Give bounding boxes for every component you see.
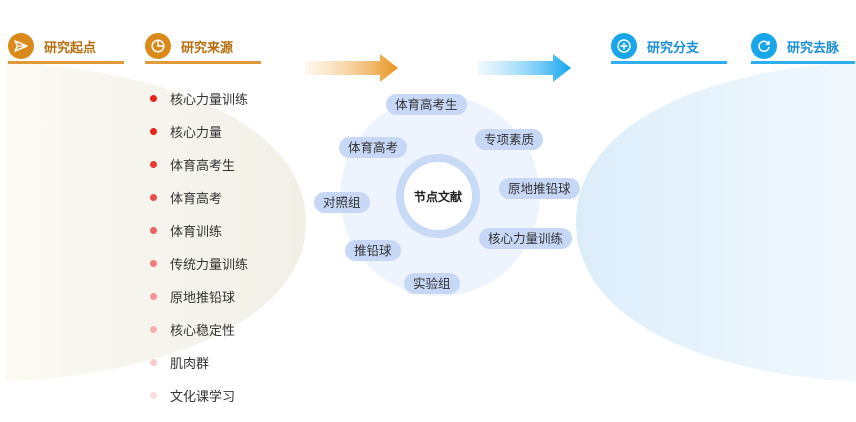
bullet-dot-icon [150,194,157,201]
source-item[interactable]: 体育训练 [150,214,248,247]
source-item[interactable]: 体育高考生 [150,148,248,181]
bullet-dot-icon [150,392,157,399]
left-background-shape [6,62,306,382]
source-item[interactable]: 核心稳定性 [150,313,248,346]
source-item[interactable]: 核心力量 [150,115,248,148]
header-research-branch: 研究分支 [611,30,727,64]
source-item-label: 核心力量 [170,126,223,141]
bullet-dot-icon [150,359,157,366]
header-underline [751,61,855,64]
header-label: 研究来源 [181,40,234,56]
source-item[interactable]: 核心力量训练 [150,82,248,115]
source-item[interactable]: 原地推铅球 [150,280,248,313]
keyword-node[interactable]: 专项素质 [475,129,544,150]
plus-circle-icon [611,33,637,59]
right-background-shape [576,62,856,382]
source-item-label: 体育训练 [170,225,223,240]
keyword-node[interactable]: 体育高考生 [386,94,467,115]
header-label: 研究分支 [647,40,700,56]
header-underline [8,61,124,64]
source-item[interactable]: 体育高考 [150,181,248,214]
source-item-label: 体育高考生 [170,159,236,174]
send-icon [8,33,34,59]
header-underline [145,61,261,64]
source-item-label: 核心力量训练 [170,93,249,108]
arrow-right-orange-icon [305,54,398,82]
source-item-label: 核心稳定性 [170,324,236,339]
source-item-label: 原地推铅球 [170,291,236,306]
header-research-trend: 研究去脉 [751,30,855,64]
keyword-node[interactable]: 对照组 [314,192,370,213]
arrow-right-blue-icon [478,54,571,82]
center-node[interactable]: 节点文献 [404,162,472,230]
keyword-node[interactable]: 核心力量训练 [479,228,573,249]
bullet-dot-icon [150,161,157,168]
bullet-dot-icon [150,128,157,135]
bullet-dot-icon [150,293,157,300]
bullet-dot-icon [150,95,157,102]
source-item[interactable]: 传统力量训练 [150,247,248,280]
source-item[interactable]: 文化课学习 [150,379,248,412]
bullet-dot-icon [150,260,157,267]
source-item-label: 文化课学习 [170,390,236,405]
header-underline [611,61,727,64]
keyword-node[interactable]: 原地推铅球 [499,178,580,199]
source-item-label: 肌肉群 [170,357,210,372]
source-item-label: 体育高考 [170,192,223,207]
source-keyword-list: 核心力量训练核心力量体育高考生体育高考体育训练传统力量训练原地推铅球核心稳定性肌… [150,82,248,412]
refresh-icon [751,33,777,59]
bullet-dot-icon [150,326,157,333]
keyword-node[interactable]: 推铅球 [345,240,401,261]
bullet-dot-icon [150,227,157,234]
header-label: 研究起点 [44,40,97,56]
header-label: 研究去脉 [787,40,840,56]
header-research-start: 研究起点 [8,30,124,64]
source-item[interactable]: 肌肉群 [150,346,248,379]
pie-chart-icon [145,33,171,59]
keyword-node[interactable]: 实验组 [404,273,460,294]
header-research-source: 研究来源 [145,30,261,64]
keyword-node[interactable]: 体育高考 [339,137,408,158]
source-item-label: 传统力量训练 [170,258,249,273]
